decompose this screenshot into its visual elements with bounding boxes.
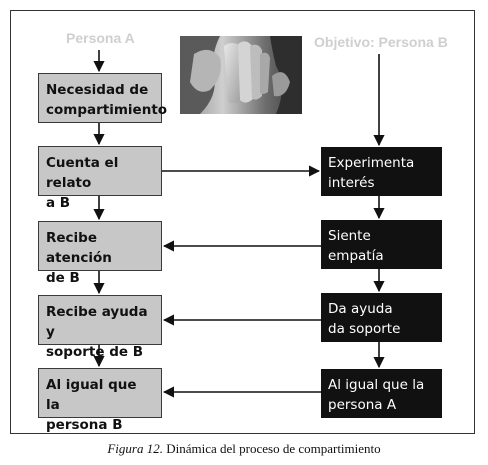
caption-text: Dinámica del proceso de compartimiento [162,441,381,456]
box-recibe-atencion: Recibe atención de B [38,221,162,286]
box-da-ayuda: Da ayuda da soporte [321,293,442,342]
figure-frame [10,10,475,434]
header-persona-a: Persona A [66,30,135,46]
header-objetivo-persona-b: Objetivo: Persona B [314,34,448,50]
box-necesidad-compartimiento: Necesidad de compartimiento [38,73,167,123]
box-al-igual-persona-b: Al igual que la persona B [38,368,162,433]
figure-caption: Figura 12. Dinámica del proceso de compa… [0,441,488,457]
box-experimenta-interes: Experimenta interés [321,147,442,196]
box-recibe-ayuda: Recibe ayuda y soporte de B [38,295,162,360]
box-siente-empatia: Siente empatía [321,220,442,269]
box-al-igual-persona-a: Al igual que la persona A [321,369,442,418]
whispering-person-photo [180,36,302,114]
caption-label: Figura 12. [107,441,163,456]
box-cuenta-relato: Cuenta el relato a B [38,146,162,211]
